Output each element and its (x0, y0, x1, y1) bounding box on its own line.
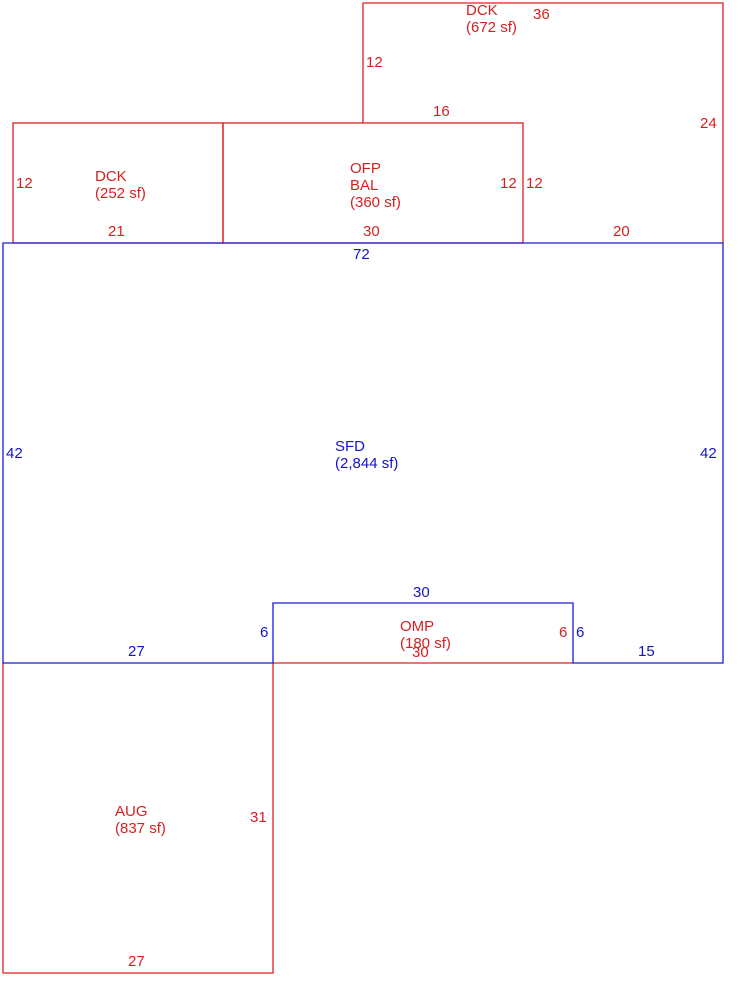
dck-top-outline (362, 2, 724, 243)
dim-omp-right: 6 (559, 624, 567, 641)
bal-code: BAL (350, 177, 378, 194)
dim-sfd-notch-top: 30 (413, 584, 430, 601)
dim-dck-top-top: 36 (533, 6, 550, 23)
dim-sfd-notch-right: 6 (576, 624, 584, 641)
dim-dck-top-bottom: 20 (613, 223, 630, 240)
dim-sfd-top: 72 (353, 246, 370, 263)
dim-aug-right: 31 (250, 809, 267, 826)
sfd-area: (2,844 sf) (335, 455, 398, 472)
aug-outline (2, 663, 274, 974)
red-outlines (2, 2, 724, 974)
dck-left-area: (252 sf) (95, 185, 146, 202)
dim-sfd-left: 42 (6, 445, 23, 462)
dim-ofp-right: 12 (500, 175, 517, 192)
dim-sfd-right: 42 (700, 445, 717, 462)
dim-sfd-notch-left: 6 (260, 624, 268, 641)
aug-area: (837 sf) (115, 820, 166, 837)
omp-code: OMP (400, 618, 434, 635)
dim-dck-left-left: 12 (16, 175, 33, 192)
ofp-code: OFP (350, 160, 381, 177)
dim-dck-top-inner: 16 (433, 103, 450, 120)
ofp-bal-area: (360 sf) (350, 194, 401, 211)
dck-top-code: DCK (466, 2, 498, 19)
aug-code: AUG (115, 803, 148, 820)
dim-sfd-bottom-left: 27 (128, 643, 145, 660)
sfd-code: SFD (335, 438, 365, 455)
dim-dck-top-left: 12 (366, 54, 383, 71)
dim-sfd-bottom-right: 15 (638, 643, 655, 660)
dim-ofp-bottom: 30 (363, 223, 380, 240)
dim-dck-left-bottom: 21 (108, 223, 125, 240)
omp-area: (180 sf) (400, 635, 451, 652)
dim-aug-bottom: 27 (128, 953, 145, 970)
dck-top-area: (672 sf) (466, 19, 517, 36)
dim-dck-top-right: 24 (700, 115, 717, 132)
dim-ofp-right-2: 12 (526, 175, 543, 192)
sfd-outline (2, 242, 724, 664)
dck-left-code: DCK (95, 168, 127, 185)
dim-omp-bottom: 30 (412, 644, 429, 661)
